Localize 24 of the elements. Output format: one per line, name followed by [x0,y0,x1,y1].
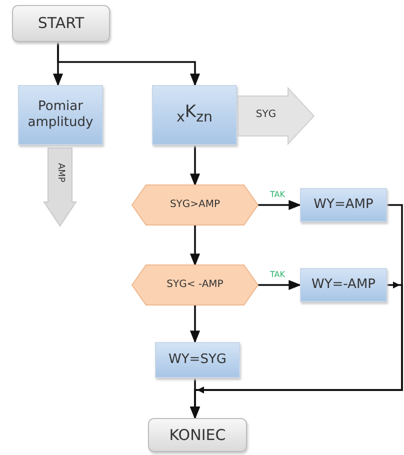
decision-hexagon [132,185,258,225]
edge-label: TAK [269,271,286,279]
process-box [300,268,387,302]
decision-hexagon [132,265,258,305]
node-label: START [38,14,84,33]
terminal-box [12,5,110,42]
node-label: WY=AMP [314,196,374,214]
node-label: KONIEC [169,426,226,444]
edge-label: TAK [269,191,286,199]
process-box [18,85,103,145]
node-label: Pomiar amplitudy [26,98,94,132]
node-label: SYG [256,108,276,122]
block-arrow [44,148,76,226]
process-box [300,188,387,222]
process-box [155,342,240,378]
node-label: AMP [54,163,66,183]
node-label: WY=SYG [168,352,226,368]
process-box [152,85,237,145]
terminal-box [148,418,247,452]
node-label: $_{x}$K$_{zn}$ [176,102,212,128]
node-label: SYG< -AMP [166,278,224,292]
block-arrow [238,88,314,144]
node-label: WY=-AMP [311,276,376,294]
node-label: SYG>AMP [170,198,220,212]
